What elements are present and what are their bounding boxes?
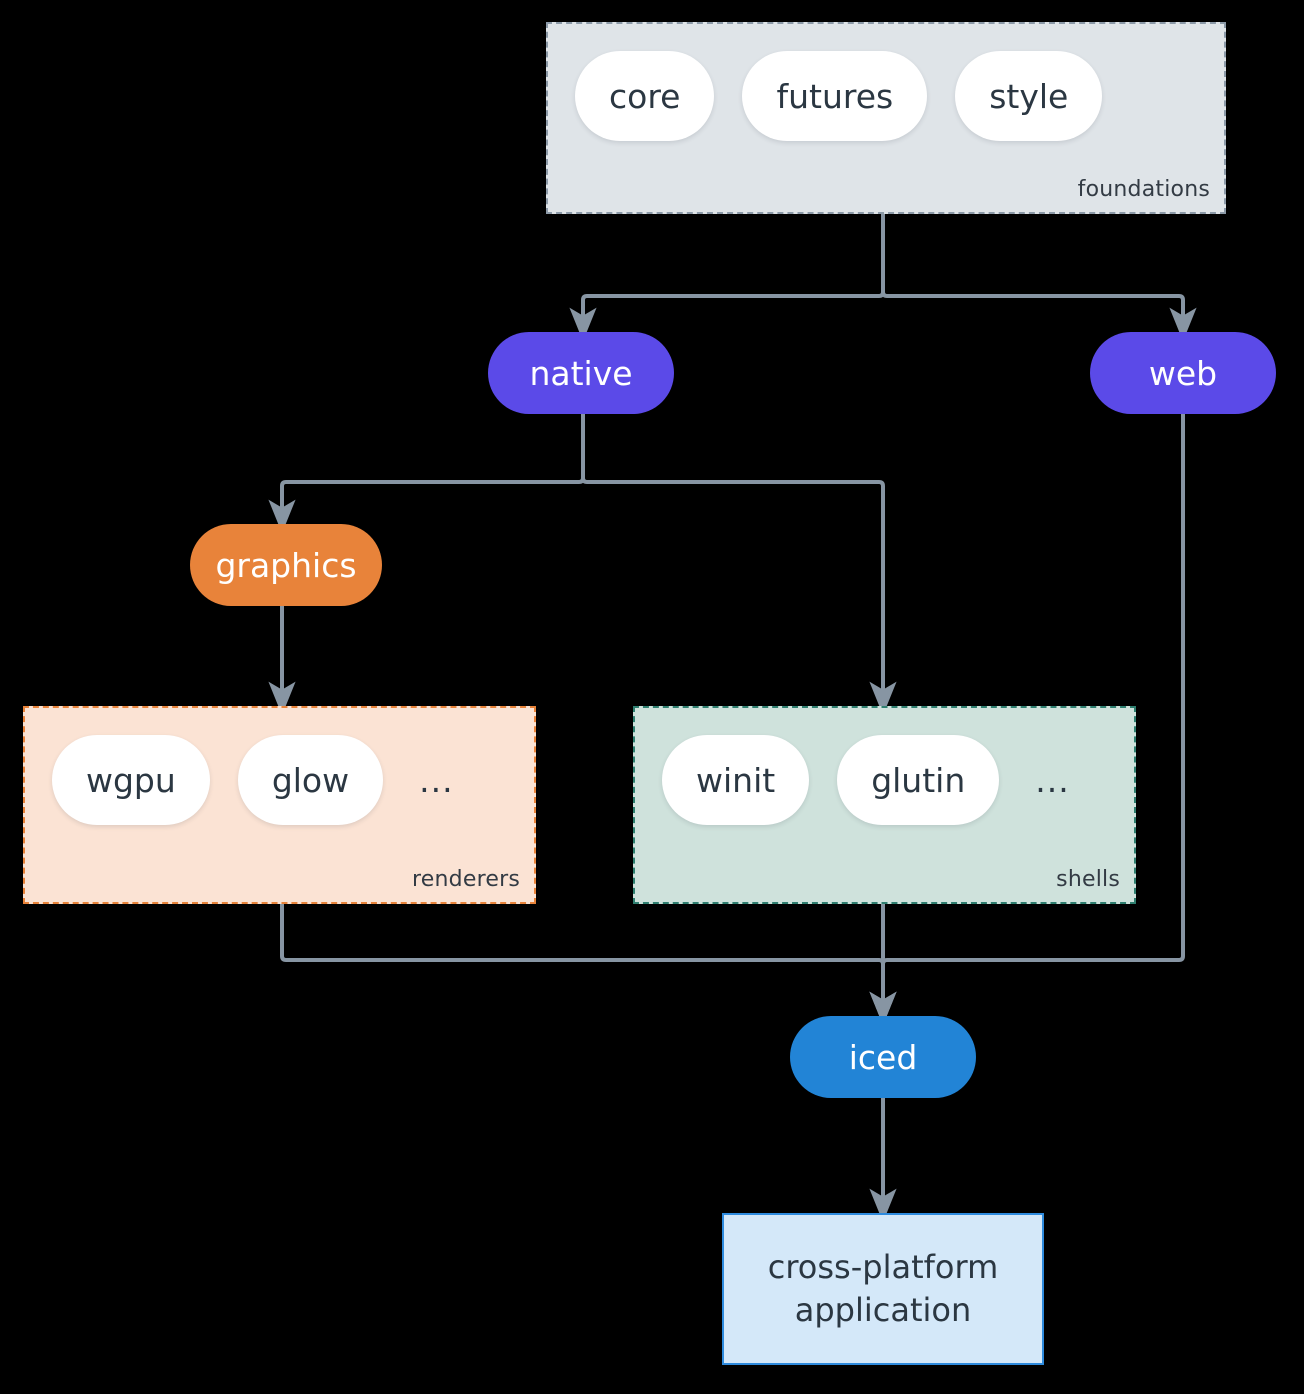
group-foundations-label: foundations [1077,177,1210,202]
edge-native-to-shells [581,477,897,716]
edge-renderers-to-iced [280,904,897,1026]
node-graphics[interactable]: graphics [190,524,382,606]
group-foundations-items: core futures style [575,51,1103,141]
node-web[interactable]: web [1090,332,1276,414]
edge-native-to-graphics [268,477,585,534]
shells-ellipsis: ... [1035,760,1070,800]
node-core[interactable]: core [575,51,715,141]
node-cross-platform-application[interactable]: cross-platform application [722,1213,1044,1365]
group-shells: winit glutin ... shells [633,706,1136,904]
group-renderers-items: wgpu glow ... [52,735,454,825]
node-glutin[interactable]: glutin [837,735,1000,825]
node-wgpu[interactable]: wgpu [52,735,210,825]
node-glow[interactable]: glow [237,735,384,825]
group-renderers-label: renderers [412,867,520,892]
node-native[interactable]: native [488,332,674,414]
node-style[interactable]: style [955,51,1103,141]
application-line-1: cross-platform [767,1247,999,1286]
application-line-2: application [794,1291,972,1329]
group-shells-label: shells [1056,867,1120,892]
edge-foundations-to-native [569,291,885,342]
node-futures[interactable]: futures [742,51,928,141]
group-foundations: core futures style foundations [546,22,1226,214]
node-winit[interactable]: winit [662,735,810,825]
node-iced[interactable]: iced [790,1016,976,1098]
group-renderers: wgpu glow ... renderers [23,706,536,904]
renderers-ellipsis: ... [419,760,454,800]
group-shells-items: winit glutin ... [662,735,1070,825]
edge-foundations-to-web [881,291,1197,342]
